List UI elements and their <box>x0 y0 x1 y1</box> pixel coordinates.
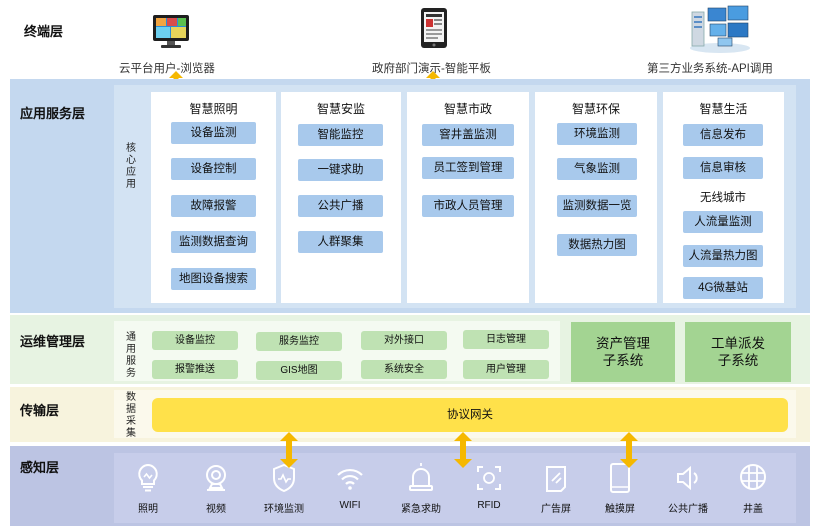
app-item[interactable]: 故障报警 <box>171 195 256 217</box>
app-column-environment: 智慧环保 环境监测 气象监测 监测数据一览 数据热力图 <box>535 92 657 303</box>
app-item[interactable]: 人流量监测 <box>683 211 763 233</box>
ops-item[interactable]: 系统安全 <box>361 360 447 379</box>
tablet-icon <box>420 7 448 49</box>
app-column-municipal: 智慧市政 窨井盖监测 员工签到管理 市政人员管理 <box>407 92 529 303</box>
core-apps-label: 核心应用 <box>126 143 136 190</box>
sensor-manhole[interactable]: 井盖 <box>718 462 788 515</box>
sensor-touch-screen[interactable]: 触摸屏 <box>585 462 655 515</box>
layer-title-terminal: 终端层 <box>24 24 64 39</box>
app-title-safety: 智慧安监 <box>316 102 365 116</box>
app-item[interactable]: 人流量热力图 <box>683 245 763 267</box>
layer-title-sensing: 感知层 <box>20 460 60 475</box>
sensor-label: 广告屏 <box>541 504 571 515</box>
manhole-cover-icon <box>740 464 766 490</box>
sensor-label: 照明 <box>138 504 158 515</box>
sensor-environment[interactable]: 环境监测 <box>249 462 319 515</box>
app-item[interactable]: 地图设备搜索 <box>171 268 256 290</box>
ad-screen-icon <box>546 466 566 492</box>
sensing-panel <box>114 453 796 523</box>
ops-item[interactable]: 用户管理 <box>463 360 549 379</box>
app-title-life: 智慧生活 <box>699 102 748 116</box>
ops-item[interactable]: 服务监控 <box>256 332 342 351</box>
layer-title-ops: 运维管理层 <box>20 334 86 349</box>
app-item[interactable]: 监测数据查询 <box>171 231 256 253</box>
app-column-life: 智慧生活 信息发布 信息审核 无线城市 人流量监测 人流量热力图 4G微基站 <box>663 92 784 303</box>
subsystem-label: 工单派发子系统 <box>711 336 765 368</box>
app-item[interactable]: 智能监控 <box>298 124 383 146</box>
work-order-subsystem[interactable]: 工单派发子系统 <box>685 322 791 382</box>
sensor-emergency[interactable]: 紧急求助 <box>386 462 456 515</box>
sensor-label: RFID <box>477 500 501 511</box>
asset-management-subsystem[interactable]: 资产管理子系统 <box>571 322 675 382</box>
app-item[interactable]: 市政人员管理 <box>422 195 514 217</box>
sensor-lighting[interactable]: 照明 <box>113 462 183 515</box>
sensor-wifi[interactable]: WIFI <box>315 462 385 511</box>
sensor-ad-screen[interactable]: 广告屏 <box>521 462 591 515</box>
monitor-icon <box>151 12 191 50</box>
rfid-icon <box>477 466 501 490</box>
app-title-lighting: 智慧照明 <box>189 102 238 116</box>
app-item[interactable]: 窨井盖监测 <box>422 124 514 146</box>
shield-icon <box>273 463 295 493</box>
data-collection-label: 数据采集 <box>126 392 136 439</box>
app-item[interactable]: 员工签到管理 <box>422 157 514 179</box>
sensor-label: 视频 <box>206 504 226 515</box>
double-arrow-icon <box>279 432 299 473</box>
alarm-light-icon <box>409 463 433 491</box>
ops-item[interactable]: 对外接口 <box>361 331 447 350</box>
app-subtitle-wireless-city: 无线城市 <box>700 192 746 204</box>
ops-item[interactable]: 日志管理 <box>463 330 549 349</box>
sensor-broadcast[interactable]: 公共广播 <box>653 462 723 515</box>
app-item[interactable]: 4G微基站 <box>683 277 763 299</box>
speaker-icon <box>677 465 698 491</box>
app-item[interactable]: 信息审核 <box>683 157 763 179</box>
protocol-gateway[interactable]: 协议网关 <box>152 398 788 432</box>
common-services-label: 通用服务 <box>126 332 136 379</box>
app-item[interactable]: 人群聚集 <box>298 231 383 253</box>
app-item[interactable]: 监测数据一览 <box>557 195 637 217</box>
ops-item[interactable]: 报警推送 <box>152 360 238 379</box>
sensor-video[interactable]: 视频 <box>181 462 251 515</box>
bulb-icon <box>138 463 158 492</box>
subsystem-label: 资产管理子系统 <box>596 336 650 368</box>
app-item[interactable]: 信息发布 <box>683 124 763 146</box>
terminal-label-api: 第三方业务系统-API调用 <box>647 63 773 75</box>
camera-icon <box>206 465 226 491</box>
sensor-label: 紧急求助 <box>401 504 441 515</box>
app-item[interactable]: 设备监测 <box>171 122 256 144</box>
app-item[interactable]: 环境监测 <box>557 123 637 145</box>
server-screens-icon <box>688 4 752 54</box>
app-column-lighting: 智慧照明 设备监测 设备控制 故障报警 监测数据查询 地图设备搜索 <box>151 92 276 303</box>
wifi-icon <box>337 468 363 490</box>
sensor-label: 环境监测 <box>264 504 304 515</box>
app-item[interactable]: 设备控制 <box>171 158 256 180</box>
app-item[interactable]: 一键求助 <box>298 159 383 181</box>
sensor-label: 井盖 <box>743 504 763 515</box>
sensor-rfid[interactable]: RFID <box>454 462 524 511</box>
app-item[interactable]: 数据热力图 <box>557 234 637 256</box>
ops-item[interactable]: 设备监控 <box>152 331 238 350</box>
touch-screen-icon <box>610 463 630 493</box>
terminal-label-browser: 云平台用户-浏览器 <box>119 63 215 75</box>
app-item[interactable]: 气象监测 <box>557 158 637 180</box>
app-item[interactable]: 公共广播 <box>298 195 383 217</box>
double-arrow-icon <box>453 432 473 473</box>
layer-title-transport: 传输层 <box>20 403 60 418</box>
app-column-safety: 智慧安监 智能监控 一键求助 公共广播 人群聚集 <box>281 92 401 303</box>
sensor-label: 触摸屏 <box>605 504 635 515</box>
terminal-label-tablet: 政府部门演示-智能平板 <box>372 63 491 75</box>
sensor-label: 公共广播 <box>668 504 708 515</box>
sensor-label: WIFI <box>339 500 361 511</box>
ops-item[interactable]: GIS地图 <box>256 361 342 380</box>
layer-title-app-service: 应用服务层 <box>20 106 86 121</box>
app-title-municipal: 智慧市政 <box>443 102 492 116</box>
double-arrow-icon <box>619 432 639 473</box>
app-title-environment: 智慧环保 <box>571 102 620 116</box>
